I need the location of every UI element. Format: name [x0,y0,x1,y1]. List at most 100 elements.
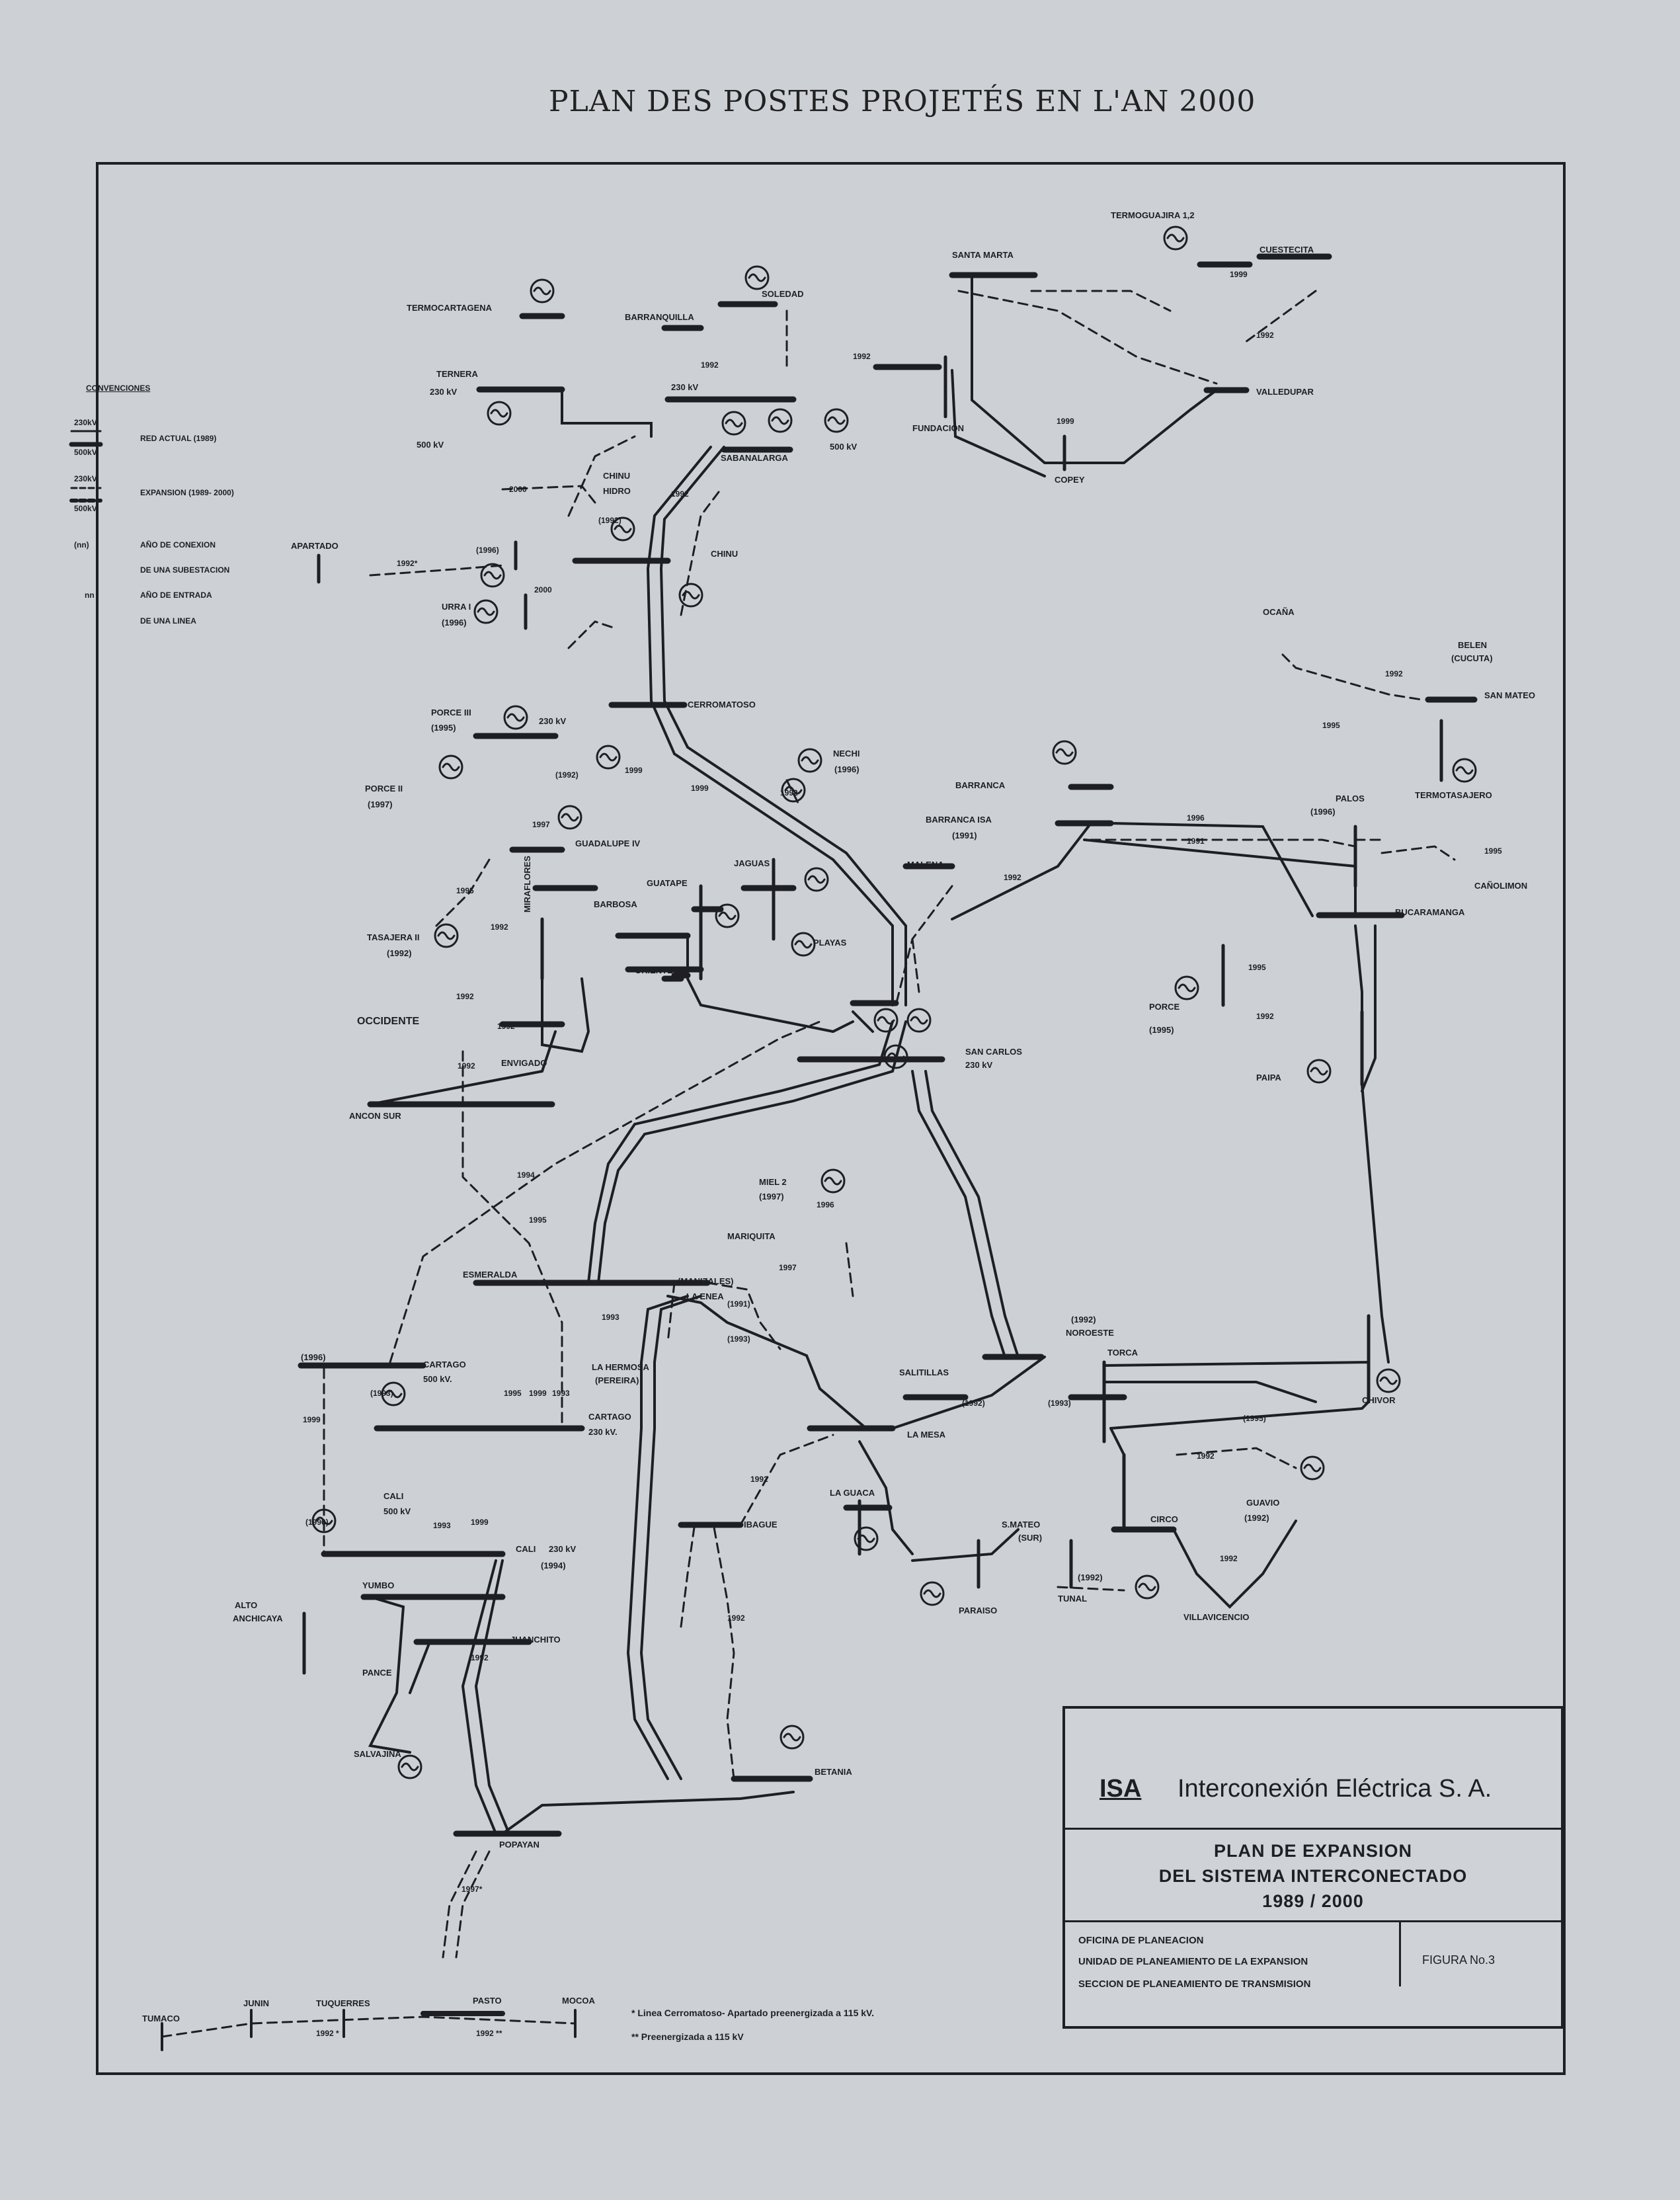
year-label: 1995 [1322,721,1340,730]
label-anchicaya: ANCHICAYA [233,1613,283,1623]
label-soledad: SOLEDAD [762,289,804,299]
label-la-guaca: LA GUACA [830,1488,875,1498]
plan-line-3: 1989 / 2000 [1262,1891,1364,1911]
year-label: 1996 [1187,813,1205,823]
year-label: 1992 [1256,331,1274,340]
year-label: (1996) [476,546,499,555]
label-miel2-year: (1997) [759,1192,784,1202]
label-cuestecita: CUESTECITA [1260,245,1314,255]
label-santa-marta: SANTA MARTA [952,250,1014,260]
label-cali230: CALI [516,1544,536,1554]
label-juanchito: JUANCHITO [510,1635,561,1645]
label-guadalupe4: GUADALUPE IV [575,838,641,848]
label-ternera: TERNERA [436,369,478,379]
label-porce3-year: (1995) [431,723,456,733]
company-name: Interconexión Eléctrica S. A. [1178,1775,1492,1803]
existing-lines [368,274,1390,1835]
label-san-carlos: SAN CARLOS [965,1047,1022,1057]
label-urra: URRA I [442,602,471,612]
label-ancon-sur: ANCON SUR [349,1111,401,1121]
note-preenergized-line: * Linea Cerromatoso- Apartado preenergiz… [631,2008,874,2018]
year-label: 1992 [471,1653,489,1662]
label-pereira: (PEREIRA) [595,1375,639,1385]
label-miel2: MIEL 2 [759,1177,787,1187]
year-label: 2000 [534,585,552,594]
label-guatape: GUATAPE [647,878,688,888]
label-paraiso: PARAISO [959,1606,998,1615]
year-label: 1999 [1230,270,1248,279]
label-urra-norte: HIDRO [603,486,631,496]
label-pasto: PASTO [473,1996,502,2006]
label-fundacion: FUNDACION [912,423,964,433]
label-copey: COPEY [1055,475,1085,485]
year-label: 1999 [691,784,709,793]
conv-de-linea: DE UNA LINEA [140,616,196,626]
year-label: 1992 [701,360,719,370]
planned-lines [161,290,1456,2038]
label-mocoa: MOCOA [562,1996,595,2006]
year-label: 1997 [779,1263,797,1272]
generators [311,225,1477,1779]
label-barbosa: BARBOSA [594,899,637,909]
label-tasajera: TASAJERA II [367,932,420,942]
label-cali-year: (1994) [541,1561,566,1570]
label-yumbo: YUMBO [362,1580,395,1590]
label-miraflores: MIRAFLORES [522,856,532,913]
year-label: (1992) [598,516,621,525]
label-barranquilla: BARRANQUILLA [625,312,694,322]
title-block-office: OFICINA DE PLANEACION UNIDAD DE PLANEAMI… [1065,1920,1561,2026]
label-canolimon: CAÑOLIMON [1474,881,1528,891]
label-alto-anchicaya: ALTO [235,1600,258,1610]
conv-230kv: 230kV [74,418,97,427]
year-label: 1992* [397,559,418,568]
label-paipa: PAIPA [1256,1073,1281,1082]
label-la-enea: LA ENEA [686,1291,724,1301]
label-pance: PANCE [362,1668,392,1678]
label-ternera-230: 230 kV [430,387,458,397]
label-s-mateo-sur: S.MATEO [1002,1520,1041,1529]
label-junin: JUNIN [243,1998,270,2008]
label-circo: CIRCO [1150,1514,1178,1524]
title-block: ISA Interconexión Eléctrica S. A. PLAN D… [1062,1706,1564,2029]
conv-symbol-bracket: (nn) [74,540,89,550]
label-barranca-isa: BARRANCA ISA [926,815,992,825]
label-popayan: POPAYAN [499,1840,540,1850]
year-label: 1995 [529,1215,547,1225]
label-porce-year: (1995) [1149,1025,1174,1035]
conv-red-actual: RED ACTUAL (1989) [140,434,217,443]
label-tasajera-year: (1992) [387,948,412,958]
year-label: 1993 [552,1389,570,1398]
label-salvajina: SALVAJINA [354,1749,401,1759]
convention-symbols [69,430,103,503]
conv-230kv-2: 230kV [74,474,97,483]
label-porce3-230: 230 kV [539,716,567,726]
label-sur: (SUR) [1018,1533,1043,1543]
label-malena: MALENA [907,860,944,870]
year-label: (1991) [727,1299,750,1309]
label-ocana: OCAÑA [1263,607,1295,617]
year-label: 1995 [504,1389,522,1398]
label-cali500: CALI [383,1491,404,1501]
conv-500kv: 500kV [74,448,97,457]
note-preenergized: ** Preenergizada a 115 kV [631,2031,744,2042]
label-barranca-isa-year: (1991) [952,831,977,840]
plan-line-1: PLAN DE EXPANSION [1213,1841,1413,1861]
label-betania: BETANIA [815,1767,852,1777]
label-sab-500: 500 kV [830,442,858,452]
year-label: 1992 * [316,2029,339,2038]
label-apartado: APARTADO [291,541,339,551]
page-title: PLAN DES POSTES PROJETÉS EN L'AN 2000 [549,85,1256,118]
conv-anio-conexion: AÑO DE CONEXION [140,540,216,550]
label-porce2-year: (1997) [368,799,393,809]
drawing-frame [96,162,1566,2075]
label-tumaco: TUMACO [142,2014,180,2023]
conventions-heading: CONVENCIONES [86,384,151,393]
year-label: (1993) [1048,1399,1071,1408]
year-label: (1993) [727,1334,750,1344]
label-playas: PLAYAS [813,938,847,948]
label-envigado: ENVIGADO [501,1058,547,1068]
label-valledupar: VALLEDUPAR [1256,387,1314,397]
label-cali500-kv: 500 kV [383,1506,411,1516]
label-cartago500-kv: 500 kV. [423,1374,452,1384]
